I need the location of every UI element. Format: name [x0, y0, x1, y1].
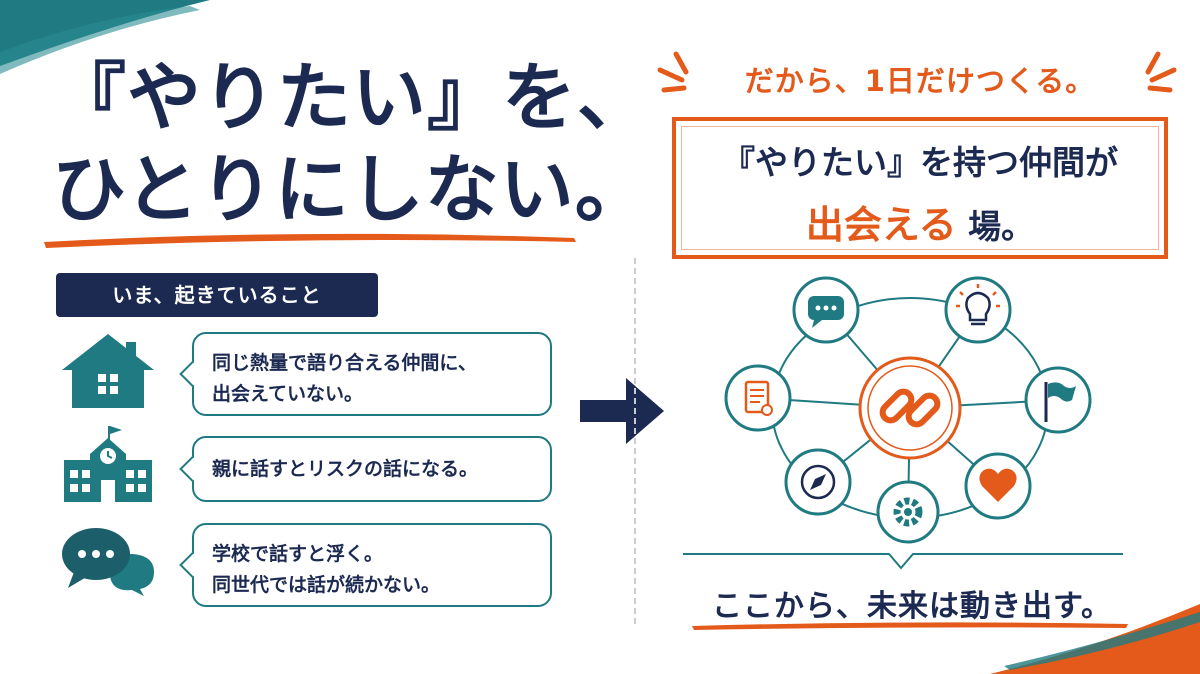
brush-stroke-bottom-right [990, 604, 1200, 674]
issue-3-line-2: 同世代では話が続かない。 [212, 574, 441, 596]
issue-1-line-1: 同じ熱量で語り合える仲間に、 [212, 352, 477, 374]
compass-icon [784, 448, 852, 516]
status-label: いま、起きていること [56, 273, 378, 317]
issue-bubble-1: 同じ熱量で語り合える仲間に、 出会えていない。 [192, 332, 552, 416]
headline: 『やりたい』を、 ひとりにしない。 [52, 52, 652, 236]
issue-3-line-1: 学校で話すと浮く。 [212, 543, 384, 565]
network-diagram [724, 276, 1092, 544]
message-frame-inner-border [681, 126, 1159, 250]
house-icon [62, 334, 154, 408]
flag-icon [1024, 366, 1092, 434]
document-icon [724, 364, 792, 432]
lightbulb-icon [944, 276, 1012, 344]
headline-line-1: 『やりたい』を、 [52, 55, 652, 141]
headline-line-2: ひとりにしない。 [52, 147, 650, 233]
brush-stroke-top-left [0, 0, 210, 74]
heart-icon [964, 452, 1032, 520]
chat-bubbles-icon [62, 528, 154, 596]
link-icon [858, 356, 962, 460]
tagline: だから、1日だけつくる。 [744, 64, 1096, 98]
issue-bubble-3: 学校で話すと浮く。 同世代では話が続かない。 [192, 523, 552, 607]
section-divider [634, 258, 636, 624]
arrow-right-icon [580, 378, 664, 444]
framed-accent: 出会える [805, 203, 957, 247]
issue-2-line-1: 親に話すとリスクの話になる。 [212, 458, 479, 480]
issue-bubble-2: 親に話すとリスクの話になる。 [192, 436, 552, 502]
closing-underline [692, 622, 1128, 630]
issue-1-line-2: 出会えていない。 [212, 383, 364, 405]
message-frame [672, 117, 1168, 259]
chat-icon [792, 276, 860, 344]
framed-line-1: 『やりたい』を持つ仲間が [722, 143, 1118, 182]
school-icon [64, 426, 152, 502]
framed-rest: 場。 [956, 207, 1035, 246]
headline-underline [44, 233, 576, 248]
closing-pointer-line [683, 553, 1123, 570]
spark-lines-right-icon [1145, 51, 1177, 93]
closing-message: ここから、未来は動き出す。 [712, 589, 1112, 624]
gear-icon [876, 480, 940, 544]
spark-lines-left-icon [657, 51, 689, 93]
framed-line-2: 出会える 場。 [672, 194, 1168, 249]
